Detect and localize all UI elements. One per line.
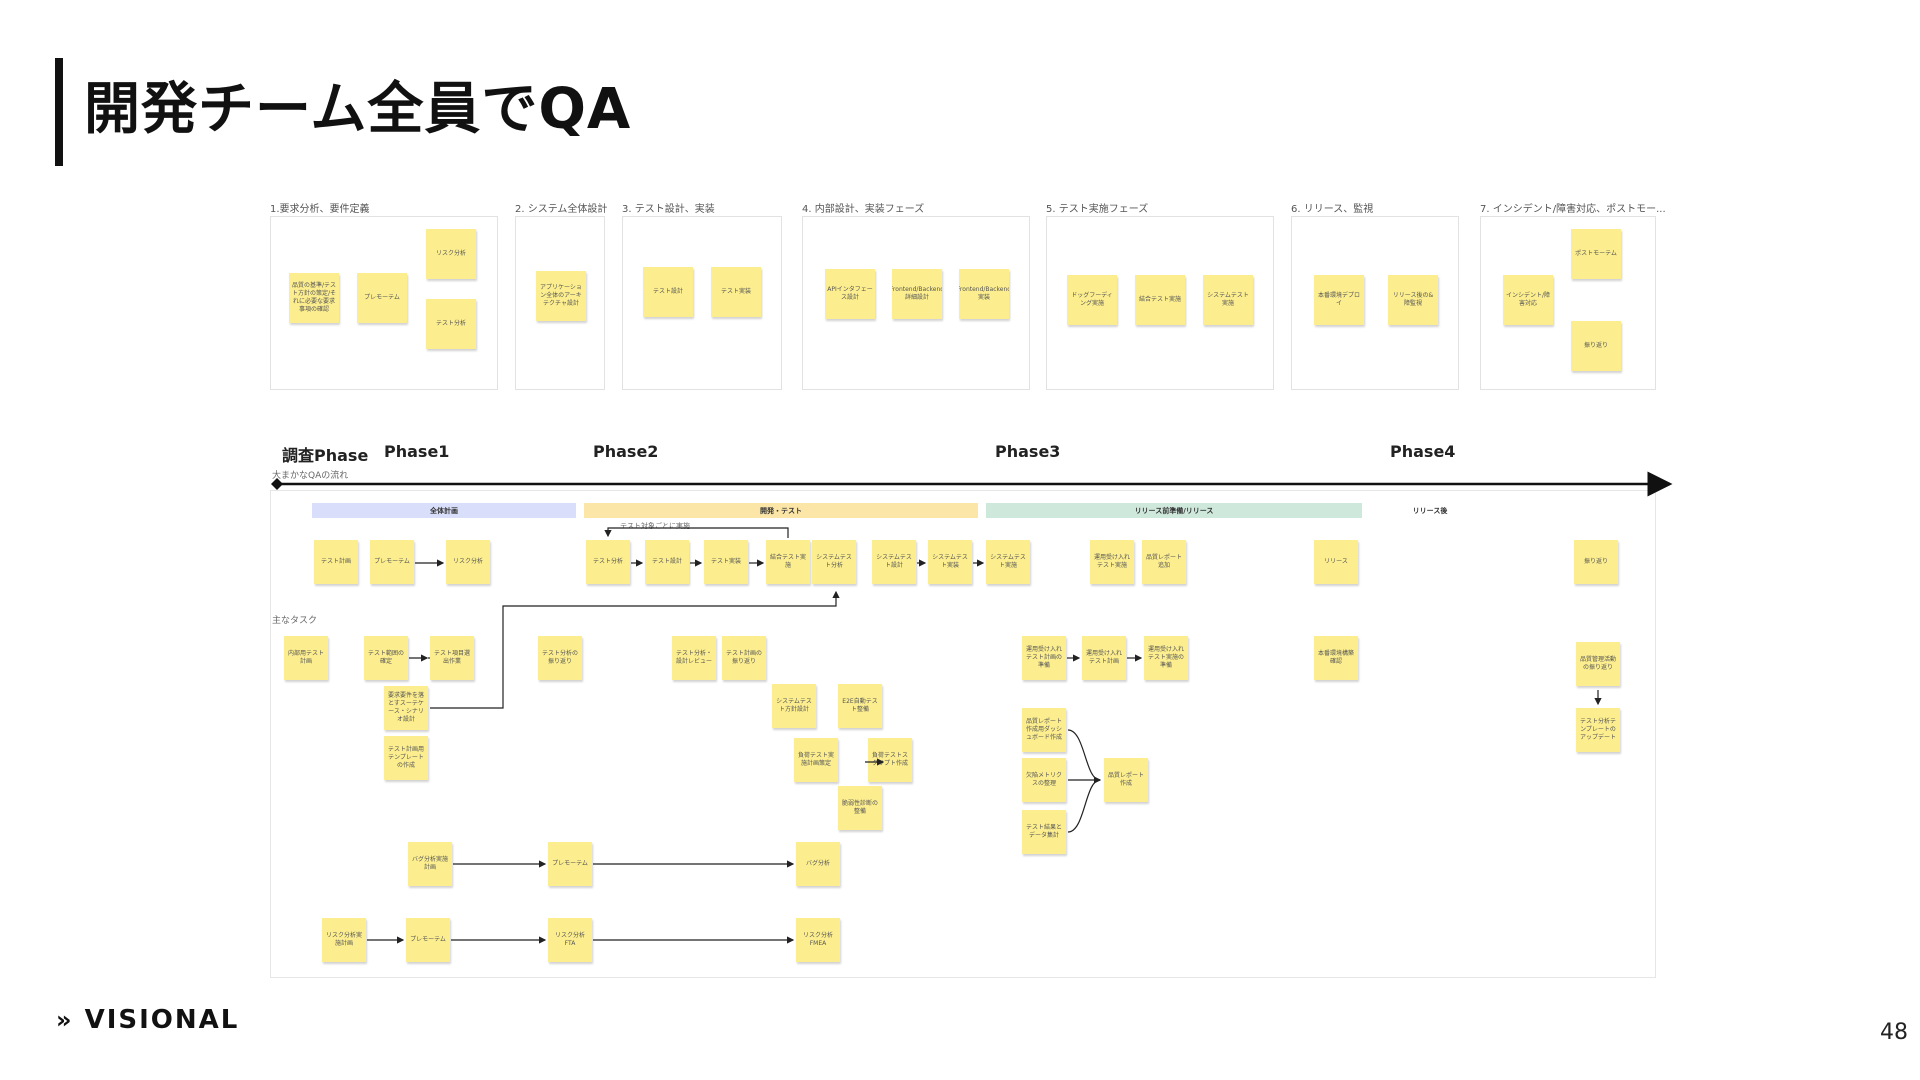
- sticky-note: プレモーテム: [548, 842, 592, 886]
- sticky-note: テスト実装: [711, 267, 761, 317]
- sticky-note: システムテスト実装: [928, 540, 972, 584]
- visional-logo: » VISIONAL: [56, 1005, 239, 1035]
- sticky-note: 結合テスト実施: [1135, 275, 1185, 325]
- column-title-5: 5. テスト実施フェーズ: [1046, 204, 1149, 215]
- sticky-note: リスク分析: [446, 540, 490, 584]
- sticky-note: プレモーテム: [406, 918, 450, 962]
- phase-label-2: Phase2: [593, 442, 659, 461]
- sticky-note: インシデント/障害対応: [1503, 275, 1553, 325]
- sticky-note: 本番環境構築確認: [1314, 636, 1358, 680]
- chevron-double-right-icon: »: [56, 1006, 74, 1034]
- sticky-note: リリース: [1314, 540, 1358, 584]
- sticky-note: 品質レポート作成: [1104, 758, 1148, 802]
- sticky-note: 欠陥メトリクスの整理: [1022, 758, 1066, 802]
- sticky-note: テスト分析・設計レビュー: [672, 636, 716, 680]
- band-overall-plan: 全体計画: [312, 503, 576, 518]
- sticky-note: 要求要件を落とすスーテケース・シナリオ設計: [384, 686, 428, 730]
- sticky-note: 本番環境デプロイ: [1314, 275, 1364, 325]
- column-title-2: 2. システム全体設計: [515, 204, 608, 215]
- sticky-note: リスク分析 FMEA: [796, 918, 840, 962]
- phase-label-1: Phase1: [384, 442, 450, 461]
- sticky-note: テスト分析: [426, 299, 476, 349]
- timeline-start-marker: [271, 478, 283, 490]
- sticky-note: 運用受け入れテスト計画: [1082, 636, 1126, 680]
- sticky-note: Frontend/Backend実装: [959, 269, 1009, 319]
- column-title-3: 3. テスト設計、実装: [622, 204, 715, 215]
- column-title-6: 6. リリース、監視: [1291, 204, 1374, 215]
- sticky-note: 運用受け入れテスト計画の準備: [1022, 636, 1066, 680]
- phase-label-4: Phase4: [1390, 442, 1456, 461]
- sticky-note: テスト分析: [586, 540, 630, 584]
- sticky-note: システムテスト実施: [986, 540, 1030, 584]
- lower-board: [270, 490, 1656, 978]
- phase-label-research: 調査Phase: [282, 446, 369, 465]
- sticky-note: E2E自動テスト整備: [838, 684, 882, 728]
- sticky-note: 品質管理活動の振り返り: [1576, 642, 1620, 686]
- sticky-note: プレモーテム: [357, 273, 407, 323]
- sticky-note: 負荷テストスクリプト作成: [868, 738, 912, 782]
- column-box-6: 本番環境デプロイ リリース後の&障監視: [1291, 216, 1459, 390]
- sticky-note: リスク分析 FTA: [548, 918, 592, 962]
- sticky-note: テスト結果とデータ集計: [1022, 810, 1066, 854]
- phase-label-3: Phase3: [995, 442, 1061, 461]
- column-title-1: 1.要求分析、要件定義: [270, 204, 370, 215]
- sticky-note: システムテスト分析: [812, 540, 856, 584]
- tasks-label: 主なタスク: [272, 616, 318, 626]
- flow-arrows: [367, 527, 1602, 944]
- band-after-release: リリース後: [1412, 506, 1448, 515]
- sticky-note: 振り返り: [1574, 540, 1618, 584]
- sticky-note: 負荷テスト実施計画策定: [794, 738, 838, 782]
- column-title-4: 4. 内部設計、実装フェーズ: [802, 204, 925, 215]
- sticky-note: 品質レポート作成用ダッシュボード作成: [1022, 708, 1066, 752]
- loop-label: テスト対象ごとに実施: [618, 521, 692, 531]
- sticky-note: ポストモーテム: [1571, 229, 1621, 279]
- sticky-note: テスト設計: [645, 540, 689, 584]
- sticky-note: テスト分析テンプレートのアップデート: [1576, 708, 1620, 752]
- logo-text: VISIONAL: [84, 1005, 240, 1035]
- sticky-note: 運用受け入れテスト実施: [1090, 540, 1134, 584]
- sticky-note: 結合テスト実施: [766, 540, 810, 584]
- sticky-note: テスト計画の振り返り: [722, 636, 766, 680]
- sticky-note: システムテスト実施: [1203, 275, 1253, 325]
- column-box-1: 品質の基準/テスト方針の策定/それに必要な要求事項の確認 プレモーテム リスク分…: [270, 216, 498, 390]
- band-dev-test: 開発・テスト: [584, 503, 978, 518]
- sticky-note: システムテスト方針設計: [772, 684, 816, 728]
- sticky-note: システムテスト設計: [872, 540, 916, 584]
- sticky-note: テスト計画用テンプレートの作成: [384, 736, 428, 780]
- sticky-note: APIインタフェース設計: [825, 269, 875, 319]
- column-box-3: テスト設計 テスト実装: [622, 216, 782, 390]
- sticky-note: ドッグフーディング実施: [1067, 275, 1117, 325]
- sticky-note: 内部用テスト計画: [284, 636, 328, 680]
- sticky-note: 品質の基準/テスト方針の策定/それに必要な要求事項の確認: [289, 273, 339, 323]
- sticky-note: Frontend/Backend詳細設計: [892, 269, 942, 319]
- column-box-4: APIインタフェース設計 Frontend/Backend詳細設計 Fronte…: [802, 216, 1030, 390]
- title-accent-bar: [55, 58, 63, 166]
- sticky-note: リリース後の&障監視: [1388, 275, 1438, 325]
- timeline-axis-label: 大まかなQAの流れ: [272, 471, 349, 481]
- sticky-note: アプリケーション全体のアーキテクチャ設計: [536, 271, 586, 321]
- sticky-note: リスク分析実施計画: [322, 918, 366, 962]
- sticky-note: 品質レポート追加: [1142, 540, 1186, 584]
- page-number: 48: [1880, 1020, 1908, 1045]
- sticky-note: テスト範囲の確定: [364, 636, 408, 680]
- sticky-note: テスト実装: [704, 540, 748, 584]
- sticky-note: リスク分析: [426, 229, 476, 279]
- sticky-note: 運用受け入れテスト実施の準備: [1144, 636, 1188, 680]
- sticky-note: 脆弱性診断の整備: [838, 786, 882, 830]
- column-box-2: アプリケーション全体のアーキテクチャ設計: [515, 216, 605, 390]
- sticky-note: プレモーテム: [370, 540, 414, 584]
- sticky-note: テスト設計: [643, 267, 693, 317]
- column-box-7: ポストモーテム インシデント/障害対応 振り返り: [1480, 216, 1656, 390]
- sticky-note: バグ分析実施計画: [408, 842, 452, 886]
- sticky-note: テスト計画: [314, 540, 358, 584]
- sticky-note: バグ分析: [796, 842, 840, 886]
- page-title: 開発チーム全員でQA: [84, 77, 632, 142]
- sticky-note: 振り返り: [1571, 321, 1621, 371]
- band-release-prep: リリース前準備/リリース: [986, 503, 1362, 518]
- column-title-7: 7. インシデント/障害対応、ポストモー...: [1480, 204, 1666, 215]
- column-box-5: ドッグフーディング実施 結合テスト実施 システムテスト実施: [1046, 216, 1274, 390]
- sticky-note: テスト項目選出作業: [430, 636, 474, 680]
- sticky-note: テスト分析の振り返り: [538, 636, 582, 680]
